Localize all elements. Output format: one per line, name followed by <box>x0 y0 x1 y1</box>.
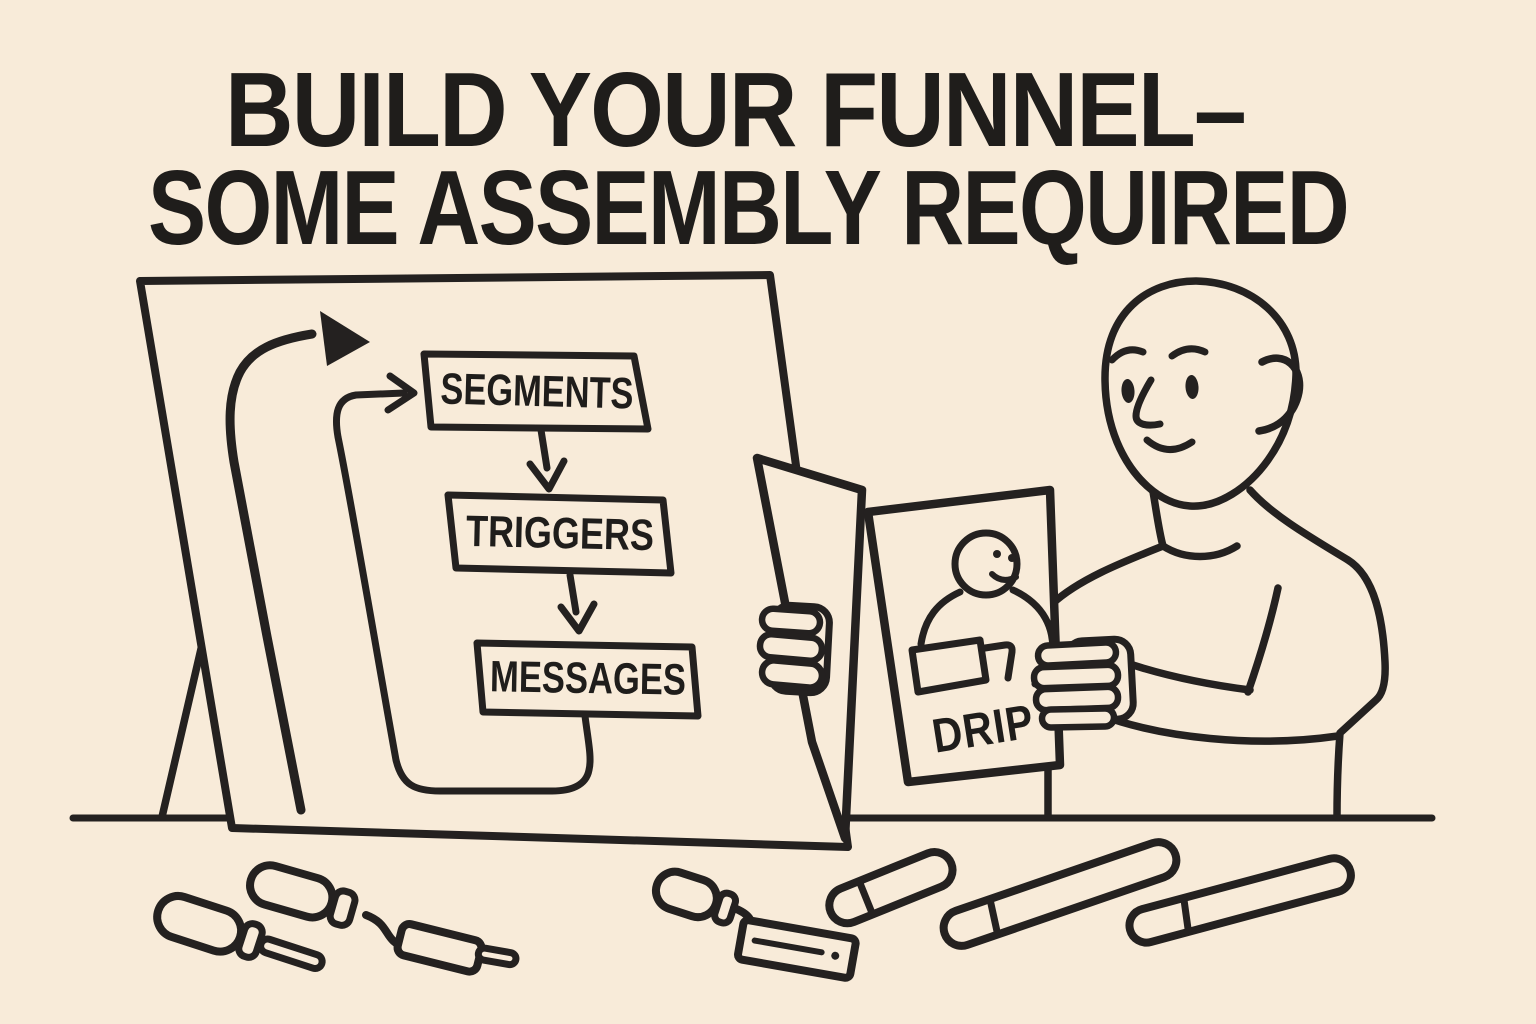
arrow-1-shaft <box>537 426 551 472</box>
page-title-line2: SOME ASSEMBLY REQUIRED <box>148 149 1348 267</box>
flow-box-messages: MESSAGES <box>473 639 702 720</box>
screwdriver-handle <box>153 891 246 956</box>
flow-box-messages-outline <box>473 639 702 720</box>
marker-pen-1-cap-line <box>856 878 876 918</box>
manual-right-page <box>863 485 1065 787</box>
cable-plug-handle <box>246 861 337 922</box>
flow-label-segments: SEGMENTS <box>440 364 634 418</box>
flow-label-messages: MESSAGES <box>490 652 687 704</box>
flow-arrow-big-shaft <box>225 329 317 815</box>
flow-loop-arrowhead <box>384 372 418 414</box>
manual-figure-eye-right <box>1008 554 1016 562</box>
person-forearm-bottom <box>1094 710 1342 745</box>
arrow-segments-to-triggers <box>526 426 568 493</box>
person-right-hand <box>1030 635 1137 731</box>
person-left-hand <box>756 601 833 697</box>
page-title-line1: BUILD YOUR FUNNEL– <box>225 51 1245 169</box>
flow-box-triggers-outline <box>444 491 675 577</box>
manual-figure-head <box>951 529 1021 599</box>
marker-pen-1-body <box>825 848 957 928</box>
manual-figure-eye-left <box>993 550 1001 558</box>
flow-box-segments: SEGMENTS <box>420 350 652 433</box>
right-hand-finger <box>1038 705 1118 731</box>
arrow-triggers-to-messages <box>557 571 598 635</box>
person-smile <box>1143 436 1196 453</box>
marker-pen-2 <box>939 838 1181 950</box>
person-nose <box>1132 376 1164 429</box>
flow-arrow-big <box>225 311 370 815</box>
person-collar <box>1159 542 1241 561</box>
screwdriver-tool <box>153 891 326 972</box>
cable-plug-tip <box>474 944 520 969</box>
marker-pen-1 <box>825 848 957 928</box>
marker-pen-3-cap-line <box>1180 895 1192 935</box>
arrow-2-shaft <box>566 571 580 616</box>
left-hand-finger <box>758 605 824 637</box>
marker-pen-3 <box>1125 854 1355 947</box>
manual-figure-smile <box>989 571 1019 583</box>
manual-figure-arm <box>981 641 1016 682</box>
marker-pen-2-cap-line <box>986 896 1001 938</box>
arrow-1-head <box>526 457 568 493</box>
flow-loop-arrow <box>332 372 594 795</box>
reader-person <box>1044 277 1389 821</box>
marker-pen-2-body <box>939 838 1181 950</box>
cable-tag-handle <box>651 867 721 922</box>
person-ear <box>1255 354 1304 435</box>
arrow-2-head <box>557 600 598 635</box>
cable-tag-dot <box>831 951 840 960</box>
flow-box-triggers: TRIGGERS <box>444 491 675 577</box>
cable-tag-slot <box>751 937 825 956</box>
person-eyebrow-left <box>1108 346 1147 364</box>
flow-label-triggers: TRIGGERS <box>465 507 654 560</box>
person-head <box>1101 277 1300 510</box>
person-sleeve-seam <box>1244 584 1282 696</box>
cable-plug-tool <box>246 861 520 976</box>
cable-plug-ferrule <box>326 887 359 929</box>
manual-figure-body-left <box>917 588 964 648</box>
manual-figure-laptop <box>908 636 990 696</box>
person-eyebrow-right <box>1168 345 1209 360</box>
flow-loop-shaft <box>332 389 594 795</box>
cable-tag-tool <box>651 867 860 982</box>
flow-arrow-big-head <box>320 311 370 366</box>
left-hand-finger <box>758 657 826 691</box>
person-eye-left <box>1121 379 1135 403</box>
person-eye-right <box>1185 375 1199 399</box>
person-right-shoulder-sleeve <box>1246 486 1389 821</box>
flow-box-segments-outline <box>420 350 652 433</box>
cable-plug-sleeve <box>393 920 486 976</box>
screwdriver-shaft <box>257 935 326 972</box>
easel-leg <box>158 632 208 821</box>
left-hand-finger <box>756 631 826 664</box>
